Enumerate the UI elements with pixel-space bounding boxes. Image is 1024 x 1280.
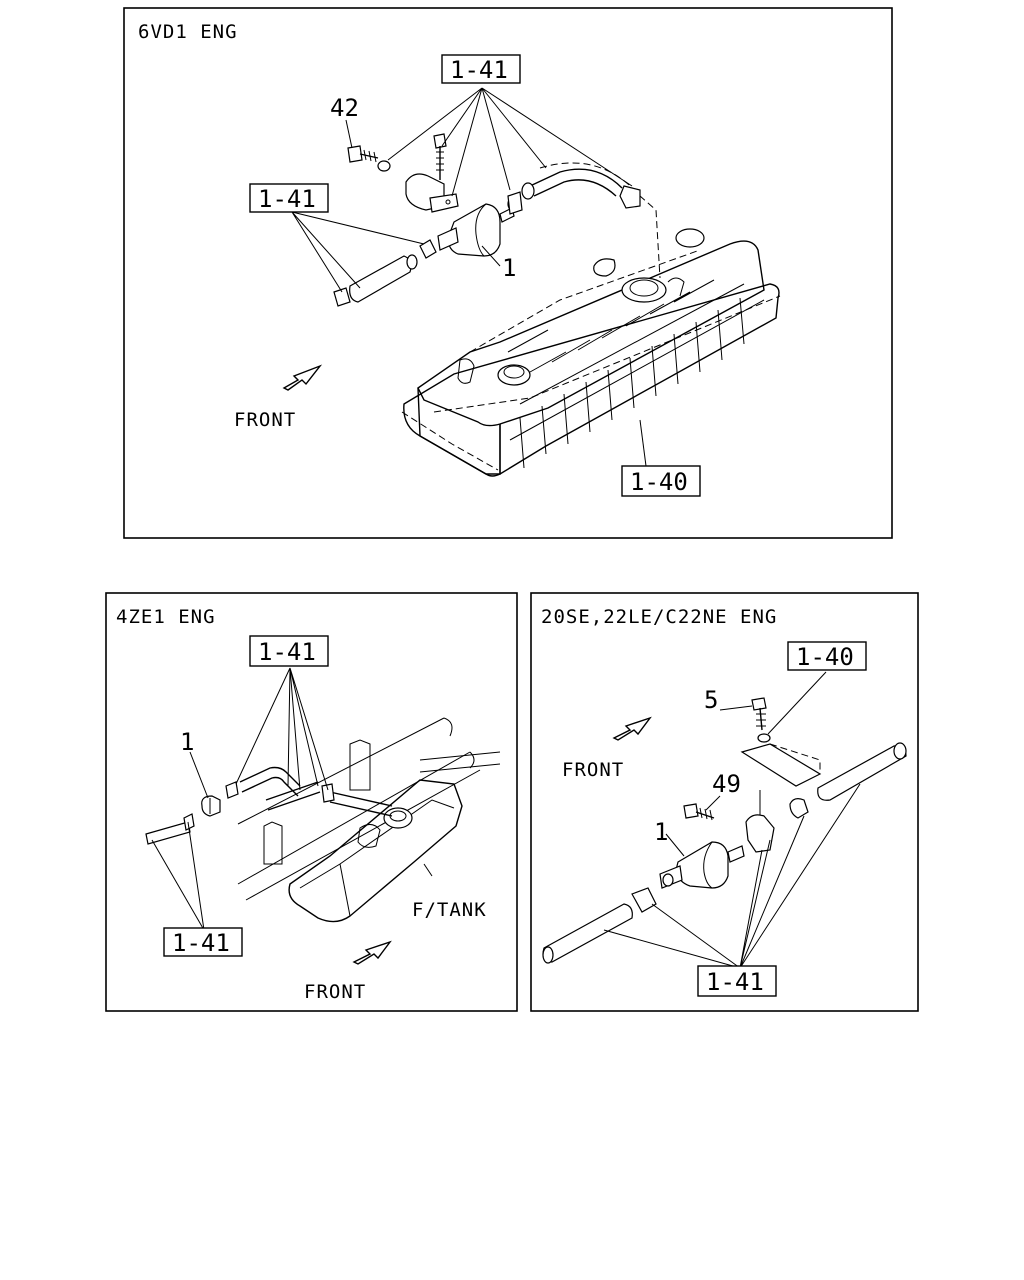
front-label-bl: FRONT — [304, 981, 366, 1003]
front-arrow-icon — [282, 364, 323, 391]
fuel-tank-drawing — [401, 228, 781, 477]
ref-label-top-tank: 1-40 — [630, 468, 688, 496]
ref-box-br-hose — [697, 965, 777, 997]
callout-bolt-5: 5 — [704, 686, 718, 714]
ref-box-top-left — [249, 183, 329, 213]
ref-label-br-hose: 1-41 — [706, 968, 764, 996]
fuel-hose-upper — [521, 162, 661, 279]
fuel-hose-br-left — [542, 887, 657, 964]
callout-filter-top: 1 — [502, 254, 516, 282]
ref-box-top-upper — [441, 54, 521, 84]
panel-6vd1: 6VD1 ENG — [123, 7, 893, 539]
bolt-49-drawing — [683, 803, 715, 821]
tank-label-bl: F/TANK — [412, 899, 487, 921]
panel-frame-top — [123, 7, 893, 539]
panel-title-bottom-right: 20SE,22LE/C22NE ENG — [541, 606, 777, 628]
bracket-drawing-br — [740, 697, 822, 853]
fuel-pipes-4ze1 — [145, 766, 393, 845]
ref-label-bl-upper: 1-41 — [258, 638, 316, 666]
ref-box-top-tank — [621, 465, 701, 497]
panel-title-top: 6VD1 ENG — [138, 21, 238, 43]
leader-lines-top — [291, 87, 647, 467]
panel-title-bottom-left: 4ZE1 ENG — [116, 606, 216, 628]
front-arrow-icon — [612, 716, 652, 741]
ref-box-bl-lower — [163, 927, 243, 957]
ref-label-br-bracket: 1-40 — [796, 643, 854, 671]
callout-filter-br: 1 — [654, 818, 668, 846]
panel-frame-bottom-right — [530, 592, 919, 1012]
leader-lines-bottom-right — [603, 671, 861, 969]
fuel-hose-br-right — [789, 742, 907, 819]
panel-20se: 20SE,22LE/C22NE ENG — [530, 592, 919, 1012]
front-arrow-icon — [352, 940, 392, 965]
fuel-filter-drawing-4ze1 — [201, 795, 221, 817]
front-label-br: FRONT — [562, 759, 624, 781]
front-label-top: FRONT — [234, 409, 296, 431]
leader-lines-bottom-left — [151, 667, 433, 931]
chassis-frame-drawing — [237, 717, 501, 901]
callout-bolt-49: 49 — [712, 770, 741, 798]
ref-label-top-left: 1-41 — [258, 185, 316, 213]
ref-label-bl-lower: 1-41 — [172, 929, 230, 957]
clamp-bracket-drawing — [347, 133, 459, 213]
fuel-filter-drawing-br — [659, 841, 745, 889]
callout-filter-bl: 1 — [180, 728, 194, 756]
fuel-filter-drawing — [437, 191, 523, 257]
ref-label-top-upper: 1-41 — [450, 56, 508, 84]
ref-box-bl-upper — [249, 635, 329, 667]
callout-bolt-42: 42 — [330, 94, 359, 122]
ref-box-br-bracket — [787, 641, 867, 671]
panel-4ze1: 4ZE1 ENG — [105, 592, 518, 1012]
fuel-tank-drawing-4ze1 — [288, 779, 463, 923]
fuel-hose-left — [333, 239, 437, 307]
panel-frame-bottom-left — [105, 592, 518, 1012]
